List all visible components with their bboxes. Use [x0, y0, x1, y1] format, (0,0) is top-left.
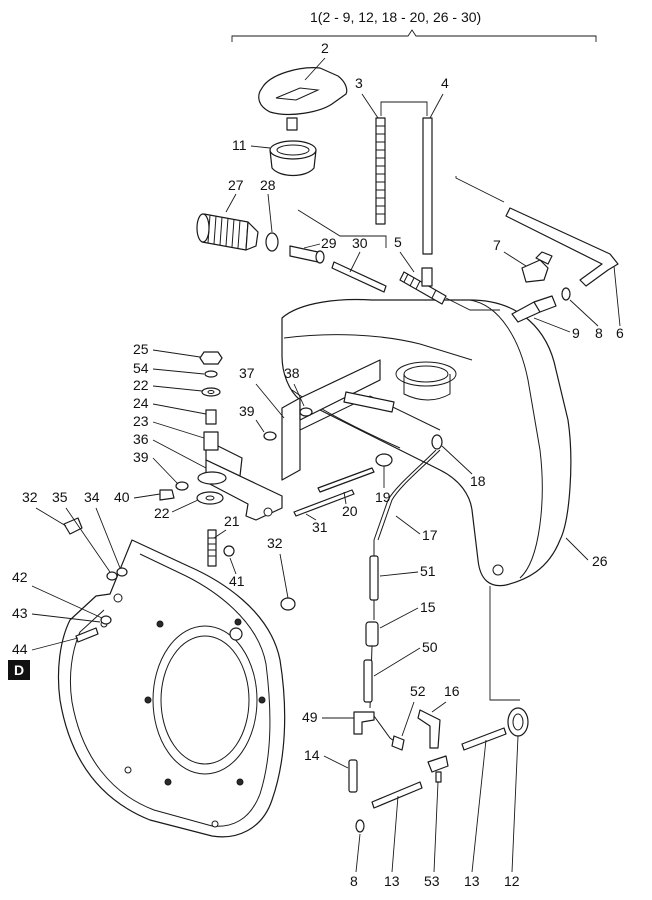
callout-14: 14	[304, 747, 320, 763]
callout-54: 54	[133, 360, 149, 376]
callout-20: 20	[342, 503, 358, 519]
callouts: 2 3 4 11 27 28 29 30 5 7 9 8 6 25 54 22 …	[12, 40, 624, 889]
callout-35: 35	[52, 489, 68, 505]
callout-18: 18	[470, 473, 486, 489]
callout-4: 4	[441, 75, 449, 91]
callout-9: 9	[572, 325, 580, 341]
callout-3: 3	[355, 75, 363, 91]
callout-52: 52	[410, 683, 426, 699]
callout-53: 53	[424, 873, 440, 889]
callout-29: 29	[321, 235, 337, 251]
callout-7: 7	[493, 237, 501, 253]
callout-30: 30	[352, 235, 368, 251]
tee-fitting	[399, 267, 500, 311]
callout-32-left: 32	[22, 489, 38, 505]
callout-6: 6	[616, 325, 624, 341]
assembly-bracket	[231, 29, 597, 42]
callout-44: 44	[12, 641, 28, 657]
fuel-lines	[348, 449, 529, 833]
callout-42: 42	[12, 569, 28, 585]
callout-32-right: 32	[267, 535, 283, 551]
callout-36: 36	[133, 431, 149, 447]
callout-17: 17	[422, 527, 438, 543]
section-badge: D	[8, 660, 30, 680]
callout-8-bottom: 8	[350, 873, 358, 889]
fuel-cap	[258, 67, 348, 131]
callout-16: 16	[444, 683, 460, 699]
callout-13-right: 13	[464, 873, 480, 889]
callout-50: 50	[422, 639, 438, 655]
callout-39-right: 39	[239, 403, 255, 419]
callout-15: 15	[420, 599, 436, 615]
callout-12: 12	[504, 873, 520, 889]
fuel-filter-assembly	[196, 209, 387, 293]
callout-13-left: 13	[384, 873, 400, 889]
hardware-stack	[159, 351, 313, 505]
callout-2: 2	[321, 40, 329, 56]
callout-25: 25	[133, 341, 149, 357]
assembly-label: 1(2 - 9, 12, 18 - 20, 26 - 30)	[310, 9, 481, 25]
callout-41: 41	[229, 573, 245, 589]
callout-51: 51	[420, 563, 436, 579]
callout-11: 11	[232, 137, 247, 153]
callout-21: 21	[224, 513, 240, 529]
shutoff-valve-assembly	[455, 176, 619, 323]
fasteners-and-rods	[207, 434, 443, 567]
breather-tubes	[375, 101, 433, 255]
callout-24: 24	[133, 395, 149, 411]
callout-38: 38	[284, 365, 300, 381]
callout-22-top: 22	[133, 377, 149, 393]
callout-40: 40	[114, 489, 130, 505]
callout-49: 49	[302, 709, 318, 725]
callout-23: 23	[133, 413, 149, 429]
callout-39-left: 39	[133, 449, 149, 465]
callout-22-bottom: 22	[154, 505, 170, 521]
engine-backplate	[57, 517, 296, 838]
callout-37: 37	[239, 365, 255, 381]
filler-neck	[269, 140, 317, 177]
callout-5: 5	[394, 234, 402, 250]
callout-26: 26	[592, 553, 608, 569]
callout-8-top: 8	[595, 325, 603, 341]
mounting-bracket	[205, 359, 441, 521]
callout-31: 31	[312, 519, 328, 535]
fuel-tank	[281, 298, 572, 587]
callout-19: 19	[375, 489, 391, 505]
callout-27: 27	[228, 177, 244, 193]
callout-34: 34	[84, 489, 100, 505]
callout-28: 28	[260, 177, 276, 193]
callout-43: 43	[12, 605, 28, 621]
